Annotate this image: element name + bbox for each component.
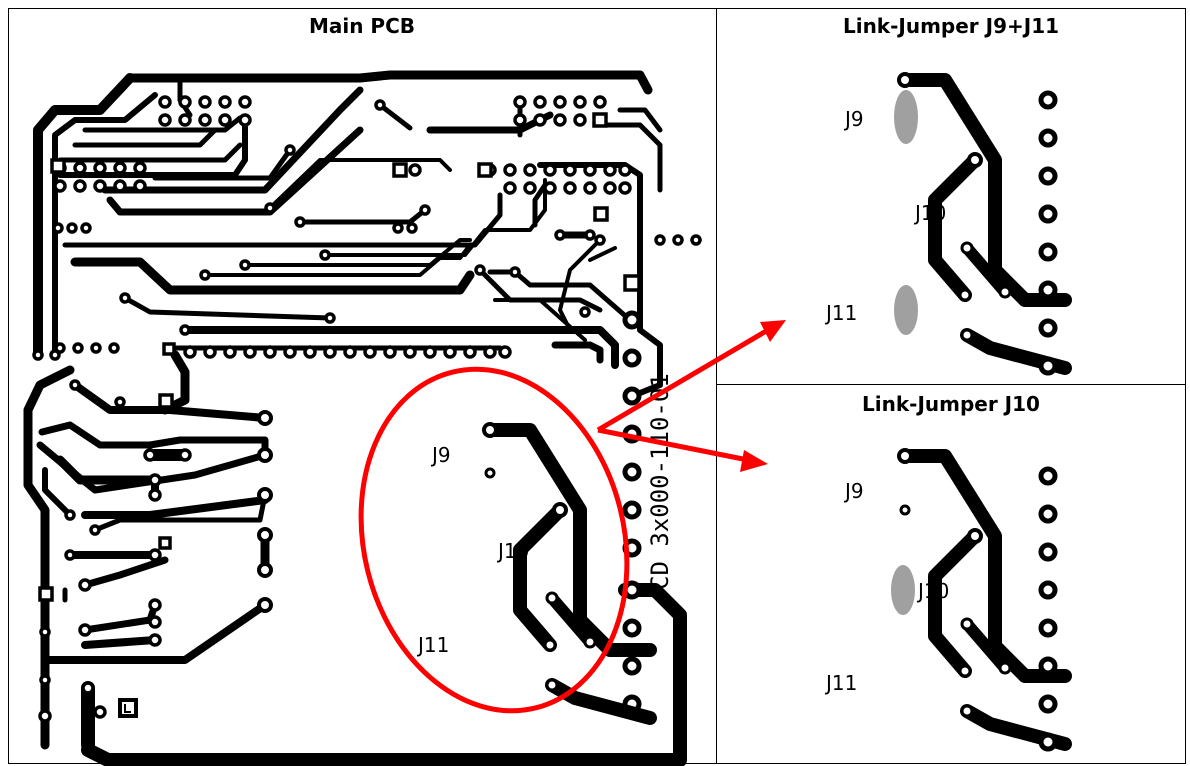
main-pcb-pads (32, 95, 702, 723)
jumper-j9-link (894, 90, 918, 144)
panel-j10-pads (1041, 469, 1055, 749)
board-marking: CD 3x000-110-01 (646, 373, 674, 590)
panel2-label-j11: J11 (824, 671, 857, 695)
highlight-ellipse (358, 366, 630, 714)
main-pcb-traces (23, 70, 687, 766)
main-label-j9: J9 (430, 443, 451, 467)
main-label-j10: J10 (496, 539, 529, 563)
jumper-j11-link (894, 285, 918, 335)
panel1-label-j11: J11 (824, 301, 857, 325)
panel-divider-vertical (716, 8, 717, 764)
main-label-j11: J11 (416, 633, 449, 657)
main-j9-via (484, 467, 496, 479)
pointer-arrows (596, 320, 786, 472)
jumper-j9-j11-title: Link-Jumper J9+J11 (842, 14, 1060, 38)
panel1-label-j10: J10 (913, 201, 946, 225)
panel-j9-j11-pads (1041, 93, 1055, 373)
panel2-j9-via (899, 504, 911, 516)
panel2-label-j10: J10 (916, 579, 949, 603)
panel1-label-j9: J9 (843, 107, 864, 131)
panel-divider-horizontal (716, 384, 1186, 385)
panel2-label-j9: J9 (843, 479, 864, 503)
jumper-j10-link (891, 565, 915, 615)
ls-logo (118, 698, 138, 718)
jumper-j10-title: Link-Jumper J10 (862, 392, 1040, 416)
main-pcb-title: Main PCB (308, 14, 416, 38)
